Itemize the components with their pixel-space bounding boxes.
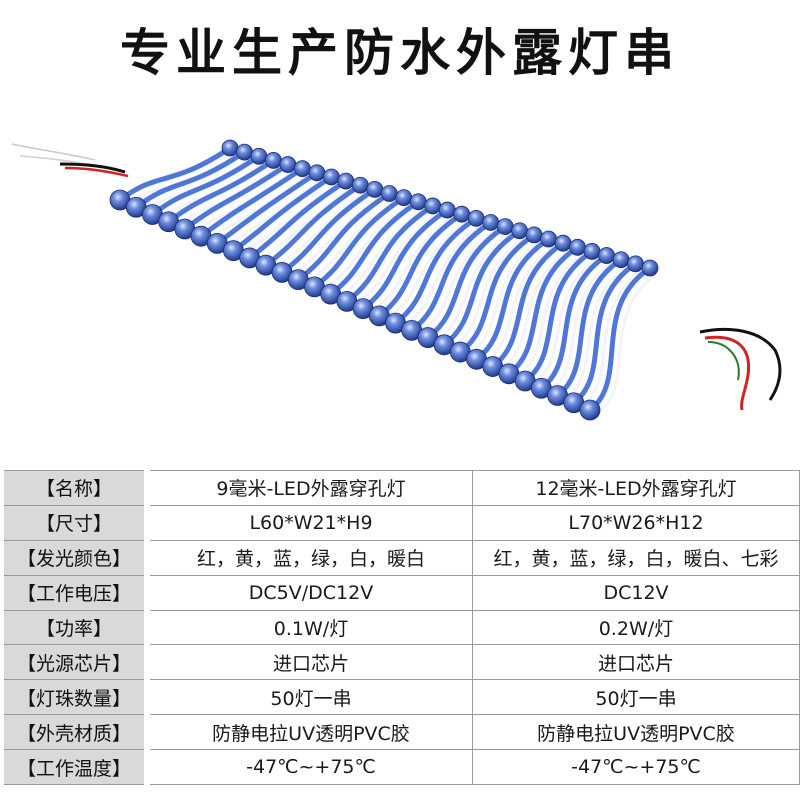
spec-label: 【发光颜色】 xyxy=(0,539,150,576)
led-bead xyxy=(482,214,500,231)
led-bead xyxy=(525,226,543,244)
led-bead xyxy=(579,399,601,421)
spec-label: 【名称】 xyxy=(0,470,150,506)
led-bead xyxy=(395,189,413,207)
spec-row: 【发光颜色】红，黄，蓝，绿，白，暖白红，黄，蓝，绿，白，暖白、七彩 xyxy=(0,539,800,576)
led-bead xyxy=(265,152,282,169)
spec-value-9mm: 9毫米-LED外露穿孔灯 xyxy=(146,470,473,506)
led-beads xyxy=(109,139,659,421)
spec-value-9mm: -47℃~+75℃ xyxy=(146,749,473,786)
output-wires xyxy=(699,327,782,411)
led-bead xyxy=(351,176,369,194)
led-bead xyxy=(627,255,644,273)
led-bead xyxy=(569,238,586,256)
led-bead xyxy=(467,209,485,227)
led-bead xyxy=(540,230,558,248)
spec-value-9mm: 50灯一串 xyxy=(146,679,473,716)
spec-value-12mm: L70*W26*H12 xyxy=(472,504,800,541)
spec-value-12mm: 红，黄，蓝，绿，白，暖白、七彩 xyxy=(472,539,800,576)
spec-row: 【工作温度】-47℃~+75℃-47℃~+75℃ xyxy=(0,749,800,786)
spec-value-9mm: 红，黄，蓝，绿，白，暖白 xyxy=(146,539,473,576)
spec-row: 【光源芯片】进口芯片进口芯片 xyxy=(0,644,800,681)
led-bead xyxy=(337,172,355,190)
spec-value-12mm: 0.2W/灯 xyxy=(472,609,800,646)
page-title: 专业生产防水外露灯串 xyxy=(120,24,680,82)
spec-value-12mm: 12毫米-LED外露穿孔灯 xyxy=(472,470,800,506)
led-string-wires xyxy=(118,145,657,416)
input-wires xyxy=(11,143,129,178)
spec-label: 【光源芯片】 xyxy=(0,644,150,681)
spec-label: 【工作电压】 xyxy=(0,574,150,611)
led-bead xyxy=(380,185,398,202)
spec-row: 【外壳材质】防静电拉UV透明PVC胶防静电拉UV透明PVC胶 xyxy=(0,714,800,751)
led-string-product-photo xyxy=(11,139,782,421)
spec-value-12mm: DC12V xyxy=(472,574,800,611)
spec-label: 【尺寸】 xyxy=(0,504,150,541)
led-bead xyxy=(583,243,601,260)
spec-value-12mm: 防静电拉UV透明PVC胶 xyxy=(472,714,800,751)
spec-value-12mm: 50灯一串 xyxy=(472,679,800,716)
led-bead xyxy=(554,234,572,252)
led-bead xyxy=(598,247,615,264)
spec-value-12mm: -47℃~+75℃ xyxy=(472,749,800,786)
led-bead xyxy=(366,180,384,198)
led-bead xyxy=(250,147,268,165)
led-bead xyxy=(424,197,442,215)
led-bead xyxy=(496,218,514,236)
led-bead xyxy=(409,193,427,211)
spec-value-12mm: 进口芯片 xyxy=(472,644,800,681)
spec-value-9mm: L60*W21*H9 xyxy=(146,504,473,541)
led-bead xyxy=(453,205,471,223)
led-bead xyxy=(221,139,239,157)
led-bead xyxy=(612,251,630,269)
spec-label: 【功率】 xyxy=(0,609,150,646)
spec-value-9mm: 防静电拉UV透明PVC胶 xyxy=(146,714,473,751)
led-bead xyxy=(438,201,456,219)
led-bead xyxy=(308,164,326,182)
led-bead xyxy=(294,160,311,178)
spec-label: 【灯珠数量】 xyxy=(0,679,150,716)
led-bead xyxy=(641,259,659,277)
led-bead xyxy=(511,222,529,240)
led-bead xyxy=(322,168,340,186)
spec-label: 【外壳材质】 xyxy=(0,714,150,751)
spec-label: 【工作温度】 xyxy=(0,749,150,786)
spec-value-9mm: DC5V/DC12V xyxy=(146,574,473,611)
led-bead xyxy=(279,156,297,173)
spec-value-9mm: 0.1W/灯 xyxy=(146,609,473,646)
led-bead xyxy=(236,143,253,161)
spec-value-9mm: 进口芯片 xyxy=(146,644,473,681)
